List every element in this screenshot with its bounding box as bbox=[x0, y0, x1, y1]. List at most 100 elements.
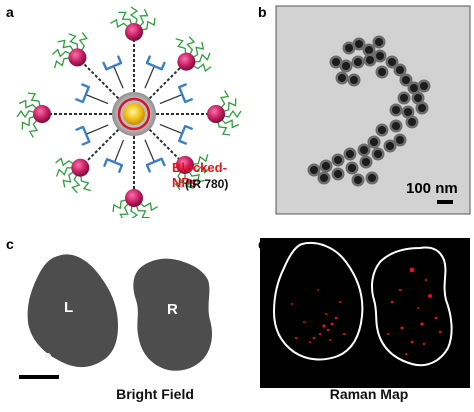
tissue-left-spot bbox=[45, 353, 51, 359]
raman-dot bbox=[422, 342, 426, 346]
gold-core bbox=[123, 103, 145, 125]
polymer-sphere bbox=[207, 105, 225, 123]
tem-particle-core bbox=[338, 74, 346, 82]
tem-particle-core bbox=[348, 164, 356, 172]
antibody-icon bbox=[103, 158, 124, 173]
antibody-icon bbox=[178, 83, 193, 104]
tissue-left bbox=[27, 254, 118, 368]
tem-particle-core bbox=[360, 146, 368, 154]
panel-a: a Blocked-NPs (IR 780) bbox=[0, 0, 250, 218]
dye-ring bbox=[117, 97, 151, 131]
nanoparticle-schematic bbox=[16, 6, 242, 218]
panel-c-letter: c bbox=[6, 236, 14, 252]
tem-particle-core bbox=[334, 170, 342, 178]
scale-bar bbox=[437, 200, 453, 204]
raman-dot bbox=[303, 321, 305, 323]
linker-arm bbox=[79, 128, 120, 169]
antibody-linker bbox=[144, 139, 155, 163]
raman-dot bbox=[420, 322, 424, 326]
raman-dot bbox=[317, 289, 319, 291]
tem-particle-core bbox=[386, 142, 394, 150]
panel-c: c L R Bright Field bbox=[0, 230, 250, 412]
tem-particle-core bbox=[376, 52, 384, 60]
tem-particle-core bbox=[365, 46, 373, 54]
antibody-linker bbox=[144, 65, 155, 89]
raman-dot bbox=[326, 328, 330, 332]
panel-a-letter: a bbox=[6, 4, 14, 20]
tem-particle-core bbox=[354, 58, 362, 66]
raman-dot bbox=[342, 332, 346, 336]
raman-dot bbox=[404, 352, 408, 356]
tem-particle-core bbox=[370, 138, 378, 146]
tem-particle-core bbox=[322, 162, 330, 170]
tem-particle-core bbox=[400, 94, 408, 102]
antibody-linker bbox=[85, 124, 109, 135]
polymer-sphere bbox=[125, 189, 143, 207]
tem-particle-core bbox=[374, 150, 382, 158]
raman-dot bbox=[291, 303, 293, 305]
antibody-icon bbox=[145, 55, 166, 71]
polymer-sphere bbox=[68, 48, 87, 67]
tissue-left-label: L bbox=[64, 299, 74, 316]
antibody-linker bbox=[85, 93, 109, 105]
antibody-linker bbox=[113, 139, 125, 163]
raman-dot bbox=[334, 316, 338, 320]
tem-particle-core bbox=[355, 40, 363, 48]
tem-particle-core bbox=[408, 118, 416, 126]
tem-particle-core bbox=[368, 174, 376, 182]
raman-dot bbox=[318, 332, 322, 336]
tem-image bbox=[275, 5, 471, 215]
tem-particle-core bbox=[332, 58, 340, 66]
raman-dot bbox=[438, 330, 442, 334]
antibody-linker bbox=[113, 65, 124, 89]
linker-arm bbox=[148, 60, 188, 100]
tem-particle-core bbox=[378, 126, 386, 134]
antibody-icon bbox=[75, 83, 90, 104]
tem-particles bbox=[307, 35, 431, 187]
polymer-sphere bbox=[175, 155, 194, 174]
raman-map-caption: Raman Map bbox=[329, 386, 409, 402]
tem-particle-core bbox=[414, 94, 422, 102]
bright-field-caption: Bright Field bbox=[116, 386, 194, 402]
raman-dot bbox=[400, 326, 404, 330]
antibody-icon bbox=[75, 125, 91, 146]
raman-dot bbox=[424, 278, 428, 282]
bright-field-image bbox=[19, 254, 212, 379]
tem-particle-core bbox=[346, 150, 354, 158]
panel-b-letter: b bbox=[258, 4, 267, 20]
raman-dot bbox=[325, 313, 327, 315]
polymer-sphere bbox=[125, 23, 143, 41]
tem-particle-core bbox=[362, 158, 370, 166]
raman-dot bbox=[417, 307, 419, 309]
polymer-sphere bbox=[33, 105, 51, 123]
tem-particle-core bbox=[366, 56, 374, 64]
tem-particle-core bbox=[342, 62, 350, 70]
raman-dot bbox=[322, 324, 326, 328]
tem-particle-core bbox=[420, 82, 428, 90]
polymer-sphere bbox=[71, 158, 90, 177]
tem-particle-core bbox=[354, 176, 362, 184]
antibody-linker bbox=[159, 123, 183, 135]
ir780-label: (IR 780) bbox=[185, 177, 229, 191]
tem-particle-core bbox=[310, 166, 318, 174]
blocked-nps-label: Blocked-NPs bbox=[172, 160, 227, 190]
raman-outline-left bbox=[272, 242, 364, 361]
tem-particle-core bbox=[320, 174, 328, 182]
scale-bar-label: 100 nm bbox=[406, 180, 458, 197]
raman-dot bbox=[410, 340, 414, 344]
tem-particle-core bbox=[396, 136, 404, 144]
tissue-right-label: R bbox=[167, 301, 178, 318]
tem-particle-core bbox=[418, 104, 426, 112]
raman-dot bbox=[330, 322, 334, 326]
raman-dot bbox=[329, 339, 331, 341]
raman-dot bbox=[428, 294, 432, 298]
peg-arms bbox=[16, 6, 242, 218]
raman-dot bbox=[390, 300, 394, 304]
scale-bar-c bbox=[19, 375, 59, 379]
raman-dot bbox=[294, 336, 298, 340]
antibody-icon bbox=[178, 124, 193, 145]
antibody-icon bbox=[102, 55, 123, 71]
tem-particle-core bbox=[345, 44, 353, 52]
raman-signal-dots bbox=[291, 267, 442, 356]
raman-dot bbox=[339, 301, 341, 303]
